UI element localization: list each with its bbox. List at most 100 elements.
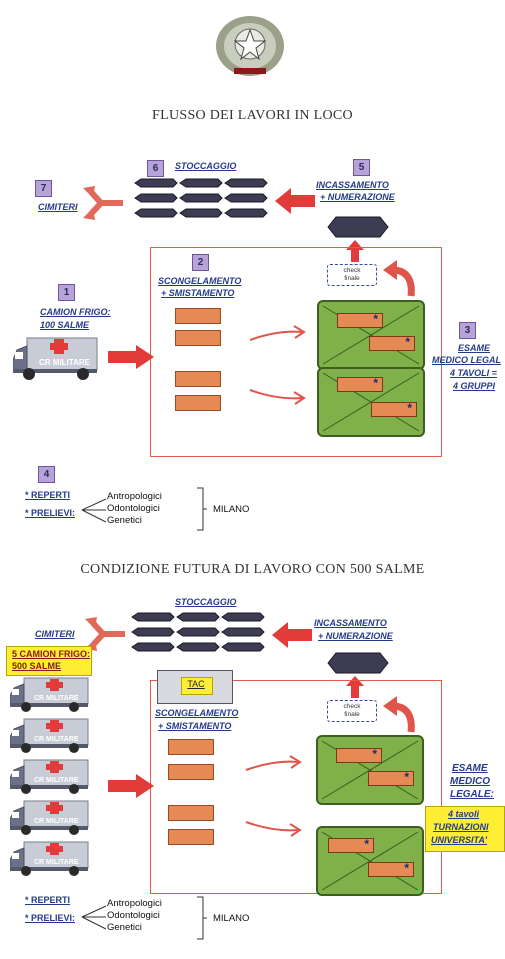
cimiteri2-label: CIMITERI (35, 629, 75, 639)
branch-arrows-icon (81, 905, 107, 930)
esame-label-2: MEDICO LEGAL (432, 355, 501, 365)
body-icon: * (371, 401, 417, 417)
reperti-text: REPERTI (31, 490, 71, 500)
exam-table: * * (317, 300, 425, 370)
camion-label-1: CAMION FRIGO: (40, 307, 111, 317)
list-item: Antropologici (107, 898, 162, 909)
truck-label: CR MILITARE (39, 358, 91, 367)
curved-arrow-icon (383, 696, 415, 733)
check-line1: check (343, 267, 361, 274)
stoccaggio-label: STOCCAGGIO (175, 161, 237, 171)
body-icon: * (368, 770, 414, 786)
truck-icon: CR MILITARE (10, 800, 89, 835)
prelievi2-text: PRELIEVI: (31, 913, 76, 923)
slab (175, 308, 221, 324)
slab (168, 764, 214, 780)
body-icon: * (337, 312, 383, 328)
arrow-right-icon (249, 325, 306, 341)
esame-label-1: ESAME (458, 343, 491, 353)
section2-title: CONDIZIONE FUTURA DI LAVORO CON 500 SALM… (80, 562, 425, 577)
coffin-icon (327, 652, 389, 674)
slab (175, 395, 221, 411)
scongelamento-label-2: + SMISTAMENTO (161, 288, 235, 298)
esame-label-3: 4 TAVOLI = (450, 368, 497, 378)
brace-icon (197, 896, 207, 940)
esame2-label-2: MEDICO (450, 776, 490, 787)
truck-icon: CR MILITARE (10, 841, 89, 876)
camion2-label-2: 500 SALME (12, 661, 62, 671)
reperti2-text: REPERTI (31, 895, 71, 905)
slab (175, 371, 221, 387)
body-icon: * (336, 747, 382, 763)
split-arrow-icon (83, 186, 123, 220)
prelievi2-label: * PRELIEVI: (25, 913, 76, 923)
arrow-up-icon (346, 676, 364, 698)
truck-label: CR MILITARE (34, 818, 79, 825)
reperti-label: * REPERTI (25, 490, 71, 500)
prelievi-text: PRELIEVI: (31, 508, 76, 518)
tavoli-label-2: TURNAZIONI (433, 822, 489, 832)
body-icon: * (328, 837, 374, 853)
truck-label: CR MILITARE (34, 695, 79, 702)
milano-label: MILANO (213, 504, 250, 515)
esame2-label-1: ESAME (452, 763, 488, 774)
camion-label-2: 100 SALME (40, 320, 90, 330)
esame-label-4: 4 GRUPPI (453, 381, 496, 391)
scongelamento2-label-2: + SMISTAMENTO (158, 721, 232, 731)
curved-arrow-icon (383, 260, 415, 297)
slab (168, 805, 214, 821)
cimiteri-label: CIMITERI (38, 202, 78, 212)
step-7-number: 7 (35, 180, 52, 197)
arrow-right-icon (245, 755, 302, 771)
body-icon: * (368, 861, 414, 877)
milano2-label: MILANO (213, 913, 250, 924)
check-line2: finale (344, 275, 360, 282)
coffin-icon (327, 216, 389, 238)
body-icon: * (337, 376, 383, 392)
exam-table: * * (316, 735, 424, 805)
step-6-number: 6 (147, 160, 164, 177)
tac-label: TAC (187, 679, 205, 689)
camion2-label-1: 5 CAMION FRIGO: (12, 649, 90, 659)
truck-icon: CR MILITARE (10, 718, 89, 753)
arrow-right-icon (245, 821, 302, 837)
exam-table: * * (317, 367, 425, 437)
slab (168, 739, 214, 755)
arrow-left-icon (275, 188, 315, 214)
analysis-list: Antropologici Odontologici Genetici (107, 491, 162, 527)
check-finale-box: check finale (327, 700, 377, 722)
check-finale-box: check finale (327, 264, 377, 286)
analysis-list: Antropologici Odontologici Genetici (107, 898, 162, 934)
arrow-right-icon (249, 389, 306, 405)
coffin-stack-icon (134, 178, 268, 218)
truck-icon: CR MILITARE (10, 677, 89, 712)
incassamento2-label-2: + NUMERAZIONE (318, 631, 393, 641)
step-1-number: 1 (58, 284, 75, 301)
body-icon: * (369, 335, 415, 351)
step-4-number: 4 (38, 466, 55, 483)
truck-label: CR MILITARE (34, 777, 79, 784)
tac-label-box (181, 677, 213, 695)
truck-label: CR MILITARE (34, 859, 79, 866)
list-item: Antropologici (107, 491, 162, 502)
truck-label: CR MILITARE (34, 736, 79, 743)
incassamento-label-1: INCASSAMENTO (316, 180, 389, 190)
tavoli-label-3: UNIVERSITA' (431, 835, 487, 845)
slab (168, 829, 214, 845)
coffin-stack-icon (131, 612, 265, 652)
esame2-label-3: LEGALE: (450, 789, 494, 800)
section1-title: FLUSSO DEI LAVORI IN LOCO (152, 108, 353, 123)
work-area-frame (150, 247, 442, 457)
slab (175, 330, 221, 346)
arrow-up-icon (346, 240, 364, 262)
list-item: Genetici (107, 922, 142, 933)
list-item: Odontologici (107, 910, 160, 921)
reperti2-label: * REPERTI (25, 895, 71, 905)
step-3-number: 3 (459, 322, 476, 339)
scongelamento-label-1: SCONGELAMENTO (158, 276, 242, 286)
incassamento-label-2: + NUMERAZIONE (320, 192, 395, 202)
incassamento2-label-1: INCASSAMENTO (314, 618, 387, 628)
check-line1: check (343, 703, 361, 710)
camion2-box (6, 646, 92, 676)
truck-icon: CR MILITARE (10, 759, 89, 794)
